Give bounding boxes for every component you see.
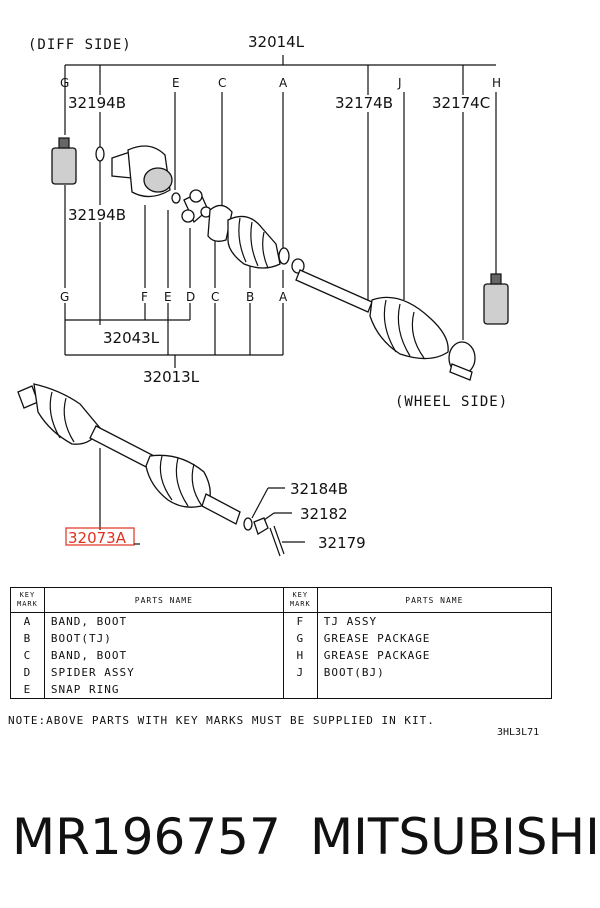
key-f-bottom: F bbox=[141, 290, 148, 304]
part-number: MR196757 bbox=[12, 808, 281, 866]
legend-row: C BAND, BOOT H GREASE PACKAGE bbox=[10, 647, 553, 664]
legend-name-header-left: PARTS NAME bbox=[43, 587, 284, 613]
part-32182-label: 32182 bbox=[300, 505, 348, 523]
legend-row: B BOOT(TJ) G GREASE PACKAGE bbox=[10, 630, 553, 647]
spider-assy-icon bbox=[181, 189, 212, 224]
part-32174C-label: 32174C bbox=[432, 94, 490, 112]
legend-key: B bbox=[10, 630, 45, 647]
legend-key: G bbox=[282, 630, 318, 647]
key-e-bottom: E bbox=[164, 290, 172, 304]
part-32014L-label: 32014L bbox=[248, 33, 305, 51]
part-32194B-mid-label: 32194B bbox=[68, 206, 126, 224]
key-a-top: A bbox=[279, 76, 288, 90]
part-32194B-top-label: 32194B bbox=[68, 94, 126, 112]
legend-part-name: SPIDER ASSY bbox=[43, 664, 284, 681]
legend-part-name: TJ ASSY bbox=[316, 612, 553, 630]
legend-row: D SPIDER ASSY J BOOT(BJ) bbox=[10, 664, 553, 681]
key-c-top: C bbox=[218, 76, 226, 90]
legend-part-name: BOOT(TJ) bbox=[43, 630, 284, 647]
legend-key: C bbox=[10, 647, 45, 664]
exploded-parts-diagram: (DIFF SIDE) 32014L G E C A J H 32194B 32… bbox=[17, 33, 509, 557]
key-b-bottom: B bbox=[246, 290, 254, 304]
key-d-bottom: D bbox=[186, 290, 195, 304]
drawing-code: 3HL3L71 bbox=[497, 727, 540, 738]
key-c-bottom: C bbox=[211, 290, 219, 304]
key-e-top: E bbox=[172, 76, 180, 90]
shaft-icon bbox=[295, 269, 373, 313]
grease-package-g-icon bbox=[51, 137, 77, 185]
key-h-top: H bbox=[492, 76, 501, 90]
band-boot-a-icon bbox=[278, 247, 290, 265]
legend-part-name: GREASE PACKAGE bbox=[316, 630, 553, 647]
nut-32182-icon bbox=[253, 517, 269, 535]
part-32073A-label[interactable]: 32073A bbox=[68, 529, 127, 547]
part-32073A-highlight[interactable]: 32073A bbox=[65, 527, 140, 547]
snap-ring-right-icon bbox=[291, 258, 305, 274]
legend-key: E bbox=[10, 681, 45, 699]
legend-key: F bbox=[282, 612, 318, 630]
diff-side-label: (DIFF SIDE) bbox=[28, 37, 132, 53]
legend-key: A bbox=[10, 612, 45, 630]
tj-housing-icon bbox=[111, 145, 173, 198]
wheel-side-label: (WHEEL SIDE) bbox=[395, 394, 508, 410]
brand-name: MITSUBISHI bbox=[310, 808, 600, 866]
top-bracket bbox=[65, 55, 496, 66]
legend-part-name: BOOT(BJ) bbox=[316, 664, 553, 681]
key-a-bottom: A bbox=[279, 290, 288, 304]
snap-ring-e-icon bbox=[171, 192, 181, 204]
assembled-drive-shaft-icon bbox=[17, 383, 241, 525]
part-32013L-label: 32013L bbox=[143, 368, 200, 386]
legend-row: A BAND, BOOT F TJ ASSY bbox=[10, 612, 553, 630]
part-32184B-label: 32184B bbox=[290, 480, 348, 498]
legend-row: E SNAP RING bbox=[10, 681, 553, 699]
boot-tj-icon bbox=[227, 215, 281, 269]
hardware-leader-lines bbox=[99, 448, 305, 543]
washer-32184B-icon bbox=[243, 517, 253, 531]
legend-key: J bbox=[282, 664, 318, 681]
band-boot-h-icon bbox=[448, 341, 476, 381]
legend-key bbox=[282, 681, 318, 699]
legend-part-name bbox=[316, 681, 553, 699]
kit-note: NOTE:ABOVE PARTS WITH KEY MARKS MUST BE … bbox=[8, 714, 435, 727]
key-j-top: J bbox=[397, 76, 402, 90]
cotter-pin-32179-icon bbox=[269, 525, 285, 557]
legend-key: H bbox=[282, 647, 318, 664]
legend-key: D bbox=[10, 664, 45, 681]
part-32043L-label: 32043L bbox=[103, 329, 160, 347]
legend-name-header-right: PARTS NAME bbox=[316, 587, 553, 613]
leader-lines bbox=[64, 65, 497, 368]
boot-bj-icon bbox=[369, 296, 449, 360]
legend-part-name: GREASE PACKAGE bbox=[316, 647, 553, 664]
band-boot-c-icon bbox=[207, 204, 233, 242]
key-g-bottom: G bbox=[60, 290, 69, 304]
legend-part-name: BAND, BOOT bbox=[43, 647, 284, 664]
legend-part-name: BAND, BOOT bbox=[43, 612, 284, 630]
snap-ring-32194B-icon bbox=[95, 146, 105, 162]
legend-part-name: SNAP RING bbox=[43, 681, 284, 699]
grease-package-h-icon bbox=[483, 273, 509, 325]
part-32179-label: 32179 bbox=[318, 534, 366, 552]
part-32174B-label: 32174B bbox=[335, 94, 393, 112]
